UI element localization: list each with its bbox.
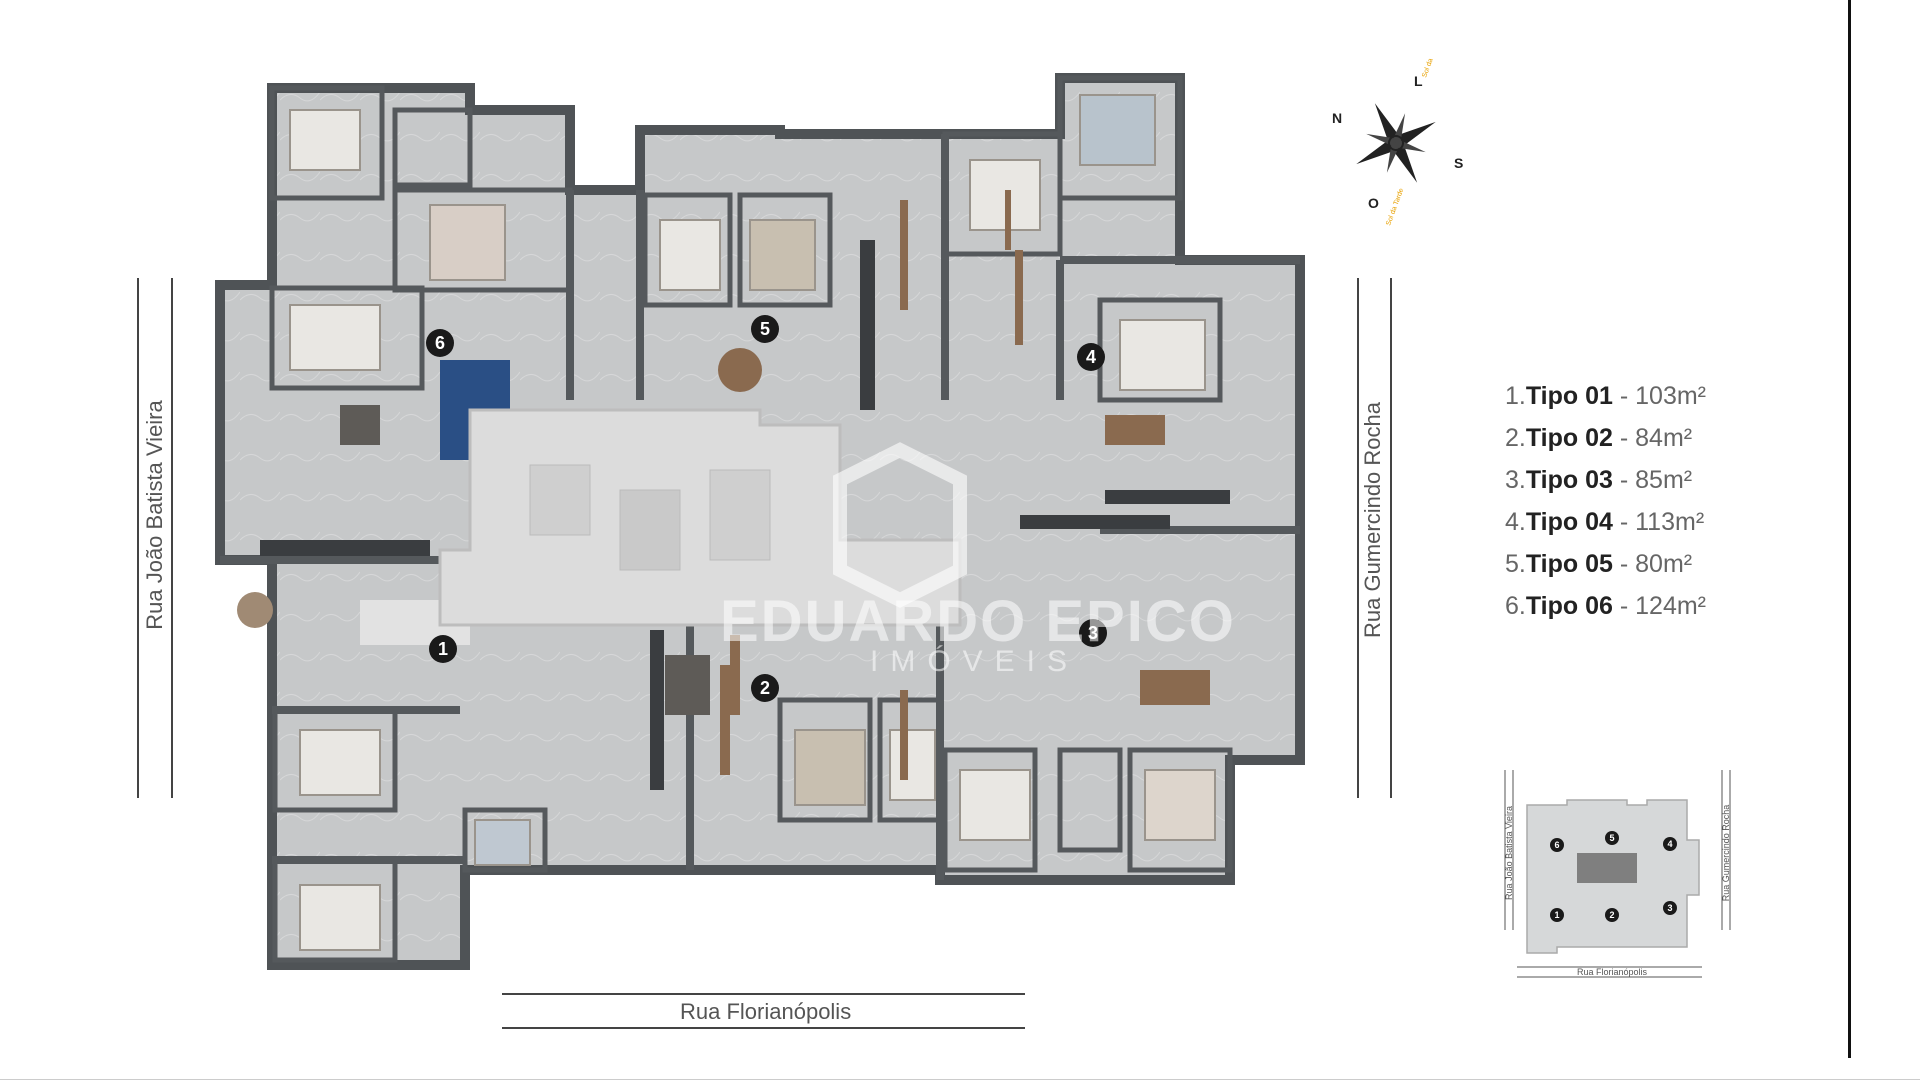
key-map-marker-2: 2 bbox=[1609, 910, 1614, 920]
street-line-west-2 bbox=[171, 278, 173, 798]
legend-item-tipo-03: 3.Tipo 03 - 85m² bbox=[1505, 459, 1706, 501]
key-map-marker-3: 3 bbox=[1667, 903, 1672, 913]
key-map-label-west: Rua João Batista Vieira bbox=[1504, 806, 1514, 900]
unit-marker-1: 1 bbox=[429, 635, 457, 663]
unit-legend: 1.Tipo 01 - 103m² 2.Tipo 02 - 84m² 3.Tip… bbox=[1505, 375, 1706, 627]
watermark-brand: EDUARDO EPICO bbox=[720, 589, 1236, 654]
legend-num: 5. bbox=[1505, 550, 1526, 578]
legend-area: - 124m² bbox=[1612, 592, 1707, 620]
legend-num: 1. bbox=[1505, 382, 1526, 410]
legend-name: Tipo 04 bbox=[1525, 508, 1613, 536]
compass-sun-rise: Sol da Manhã bbox=[1421, 58, 1442, 79]
legend-area: - 84m² bbox=[1612, 424, 1693, 452]
compass-star-icon bbox=[1356, 103, 1436, 183]
legend-item-tipo-05: 5.Tipo 05 - 80m² bbox=[1505, 543, 1706, 585]
street-line-east-2 bbox=[1390, 278, 1392, 798]
legend-area: - 113m² bbox=[1612, 508, 1705, 536]
unit-marker-4-label: 4 bbox=[1086, 347, 1096, 367]
common-core bbox=[438, 408, 967, 627]
legend-item-tipo-01: 1.Tipo 01 - 103m² bbox=[1505, 375, 1706, 417]
compass-o: O bbox=[1368, 195, 1379, 211]
key-map-marker-5: 5 bbox=[1609, 833, 1614, 843]
unit-marker-3-label: 3 bbox=[1088, 623, 1098, 643]
legend-num: 3. bbox=[1505, 466, 1526, 494]
legend-item-tipo-06: 6.Tipo 06 - 124m² bbox=[1505, 585, 1706, 627]
key-map: 1 2 3 4 5 6 Rua João Batista Vieira Rua … bbox=[1497, 765, 1737, 985]
legend-item-tipo-02: 2.Tipo 02 - 84m² bbox=[1505, 417, 1706, 459]
street-line-south-2 bbox=[502, 1027, 1025, 1029]
legend-area: - 80m² bbox=[1612, 550, 1693, 578]
legend-name: Tipo 01 bbox=[1525, 382, 1613, 410]
street-line-west-1 bbox=[137, 278, 139, 798]
key-map-label-east: Rua Gumercindo Rocha bbox=[1721, 804, 1731, 902]
legend-num: 6. bbox=[1505, 592, 1526, 620]
key-map-label-south: Rua Florianópolis bbox=[1577, 967, 1648, 977]
legend-area: - 85m² bbox=[1612, 466, 1693, 494]
compass-n: N bbox=[1332, 110, 1342, 126]
compass-sun-set: Sol da Tarde bbox=[1385, 187, 1405, 226]
street-line-south-1 bbox=[502, 993, 1025, 995]
kitchen-counters bbox=[260, 240, 1230, 790]
legend-name: Tipo 06 bbox=[1525, 592, 1613, 620]
street-label-south: Rua Florianópolis bbox=[680, 999, 852, 1024]
unit-marker-3: 3 bbox=[1079, 619, 1107, 647]
key-map-marker-1: 1 bbox=[1554, 910, 1559, 920]
legend-num: 2. bbox=[1505, 424, 1526, 452]
legend-name: Tipo 02 bbox=[1525, 424, 1613, 452]
wood-panels bbox=[720, 190, 1023, 780]
key-map-marker-4: 4 bbox=[1667, 839, 1672, 849]
street-label-west: Rua João Batista Vieira bbox=[142, 400, 167, 630]
legend-area: - 103m² bbox=[1612, 382, 1707, 410]
unit-marker-4: 4 bbox=[1077, 343, 1105, 371]
legend-num: 4. bbox=[1505, 508, 1526, 536]
unit-marker-2: 2 bbox=[751, 674, 779, 702]
unit-markers: 1 2 3 4 5 6 bbox=[426, 315, 1107, 702]
compass-s: S bbox=[1454, 155, 1463, 171]
unit-marker-5: 5 bbox=[751, 315, 779, 343]
legend-item-tipo-04: 4.Tipo 04 - 113m² bbox=[1505, 501, 1706, 543]
unit-marker-6-label: 6 bbox=[435, 333, 445, 353]
compass-l: L bbox=[1414, 73, 1423, 89]
legend-name: Tipo 05 bbox=[1525, 550, 1613, 578]
unit-marker-5-label: 5 bbox=[760, 319, 770, 339]
street-line-east-1 bbox=[1357, 278, 1359, 798]
watermark-sub: IMÓVEIS bbox=[870, 645, 1080, 678]
street-label-east: Rua Gumercindo Rocha bbox=[1360, 401, 1385, 639]
compass-rose: N L S O Sol da Manhã Sol da Tarde bbox=[1332, 58, 1463, 227]
unit-marker-2-label: 2 bbox=[760, 678, 770, 698]
key-map-diagram: 1 2 3 4 5 6 bbox=[1504, 770, 1731, 978]
unit-marker-1-label: 1 bbox=[438, 639, 448, 659]
unit-marker-6: 6 bbox=[426, 329, 454, 357]
legend-name: Tipo 03 bbox=[1525, 466, 1613, 494]
key-map-marker-6: 6 bbox=[1554, 840, 1559, 850]
right-border-bar bbox=[1848, 0, 1851, 1058]
beds bbox=[289, 94, 1216, 951]
floor-plan: 1 2 3 4 5 6 bbox=[215, 73, 1305, 970]
